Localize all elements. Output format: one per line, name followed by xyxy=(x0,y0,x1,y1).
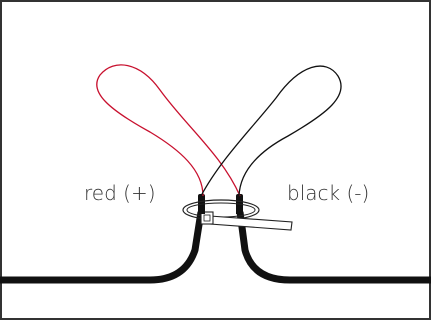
black-wire-loop xyxy=(200,65,342,197)
cable-tie-head-slot xyxy=(203,214,211,222)
black-wire-end-front xyxy=(236,206,243,214)
red-lead-label: red (+) xyxy=(84,181,156,205)
cable-right xyxy=(236,211,431,284)
black-lead-label: black (-) xyxy=(287,181,369,205)
red-wire-loop xyxy=(96,64,241,197)
cable xyxy=(0,211,205,284)
red-wire-end-front xyxy=(198,206,205,214)
